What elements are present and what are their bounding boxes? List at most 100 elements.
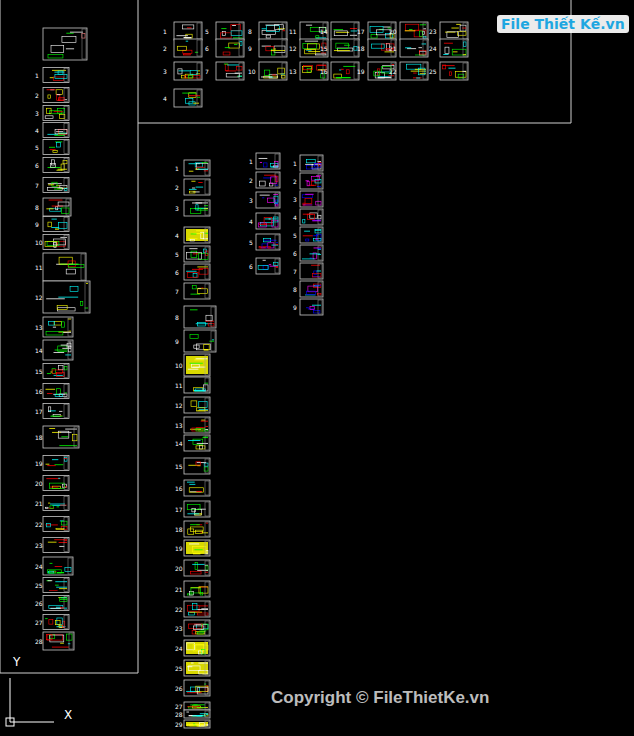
sheet-border [184, 246, 210, 262]
sheet-detail [55, 350, 66, 351]
title-block [205, 681, 209, 695]
title-block [68, 558, 72, 574]
sheet-detail [269, 264, 271, 265]
sheet-detail [231, 31, 242, 36]
sheet-border [440, 39, 468, 57]
title-block [197, 63, 201, 79]
sheet-border [43, 123, 69, 138]
sheet-thumbnail [43, 235, 69, 250]
sheet-detail [259, 158, 268, 159]
sheet-detail [66, 48, 74, 49]
sheet-detail [54, 135, 65, 136]
sheet-border [184, 720, 210, 728]
sheet-number: 23 [35, 542, 43, 549]
sheet-border [184, 354, 210, 376]
sheet-thumbnail [300, 39, 328, 57]
sheet-number: 11 [289, 28, 297, 35]
sheet-thumbnail [43, 88, 69, 103]
sheet-border [300, 191, 323, 207]
sheet-detail [189, 543, 199, 544]
sheet-detail [53, 239, 65, 245]
sheet-number: 6 [205, 45, 209, 52]
sheet-detail [187, 692, 202, 693]
title-block [64, 365, 68, 378]
sheet-detail [206, 714, 208, 715]
sheet-thumbnail [184, 200, 210, 216]
sheet-detail [313, 235, 318, 236]
sheet-number: 23 [429, 28, 437, 35]
sheet-detail [196, 491, 202, 492]
sheet-detail [303, 235, 313, 236]
sheet-detail [60, 608, 67, 609]
sheet-detail [65, 429, 77, 430]
sheet-border [184, 581, 210, 597]
sheet-detail [62, 348, 71, 349]
sheet-detail [59, 98, 64, 101]
sheet-thumbnail [184, 680, 210, 696]
sheet-detail [57, 618, 62, 625]
sheet-fill [186, 542, 208, 554]
sheet-number: 2 [249, 177, 253, 184]
sheet-detail [60, 185, 67, 188]
sheet-thumbnail [184, 397, 210, 413]
sheet-border [174, 62, 202, 80]
sheet-thumbnail [184, 640, 210, 656]
sheet-detail [346, 70, 349, 74]
sheet-number: 5 [175, 251, 179, 258]
title-block [275, 173, 279, 187]
sheet-detail [189, 484, 195, 485]
sheet-detail [192, 285, 196, 288]
sheet-detail [317, 270, 321, 271]
sheet-detail [183, 50, 192, 53]
sheet-detail [192, 631, 196, 634]
sheet-detail [415, 54, 424, 55]
sheet-border [184, 660, 210, 676]
sheet-detail [187, 482, 195, 483]
sheet-border [300, 299, 323, 315]
sheet-detail [238, 76, 242, 77]
sheet-thumbnail [184, 246, 210, 262]
sheet-number: 20 [389, 28, 397, 35]
sheet-fill [186, 662, 208, 674]
sheet-detail [456, 24, 461, 25]
sheet-detail [54, 189, 62, 190]
sheet-number: 24 [175, 645, 183, 652]
sheet-border [43, 456, 69, 471]
sheet-thumbnail [300, 155, 323, 171]
sheet-detail [204, 170, 208, 171]
sheet-number: 1 [293, 160, 297, 167]
sheet-detail [45, 389, 55, 390]
sheet-thumbnail [300, 299, 323, 315]
sheet-detail [307, 291, 316, 294]
sheet-detail [59, 257, 72, 264]
sheet-thumbnail [368, 62, 396, 80]
sheet-detail [192, 564, 204, 565]
sheet-detail [56, 185, 60, 186]
sheet-detail [190, 571, 201, 574]
sheet-number: 16 [35, 388, 43, 395]
sheet-detail [199, 651, 203, 654]
sheet-detail [198, 182, 202, 183]
sheet-detail [305, 50, 316, 54]
sheet-detail [68, 319, 71, 320]
sheet-number: 17 [35, 408, 43, 415]
sheet-detail [47, 393, 53, 394]
sheet-detail [263, 260, 266, 261]
sheet-border [216, 39, 244, 57]
title-block [69, 633, 73, 649]
sheet-detail [278, 28, 285, 29]
sheet-detail [189, 488, 203, 492]
title-block [275, 154, 279, 168]
sheet-detail [50, 77, 54, 78]
sheet-detail [61, 345, 71, 346]
sheet-detail [307, 214, 314, 219]
sheet-detail [206, 523, 208, 524]
sheet-detail [48, 184, 54, 185]
sheet-thumbnail [440, 39, 468, 57]
sheet-detail [223, 52, 230, 55]
sheet-number: 13 [175, 422, 183, 429]
sheet-detail [307, 68, 311, 72]
sheet-detail [58, 71, 63, 74]
sheet-detail [190, 191, 195, 193]
sheet-detail [276, 267, 278, 268]
